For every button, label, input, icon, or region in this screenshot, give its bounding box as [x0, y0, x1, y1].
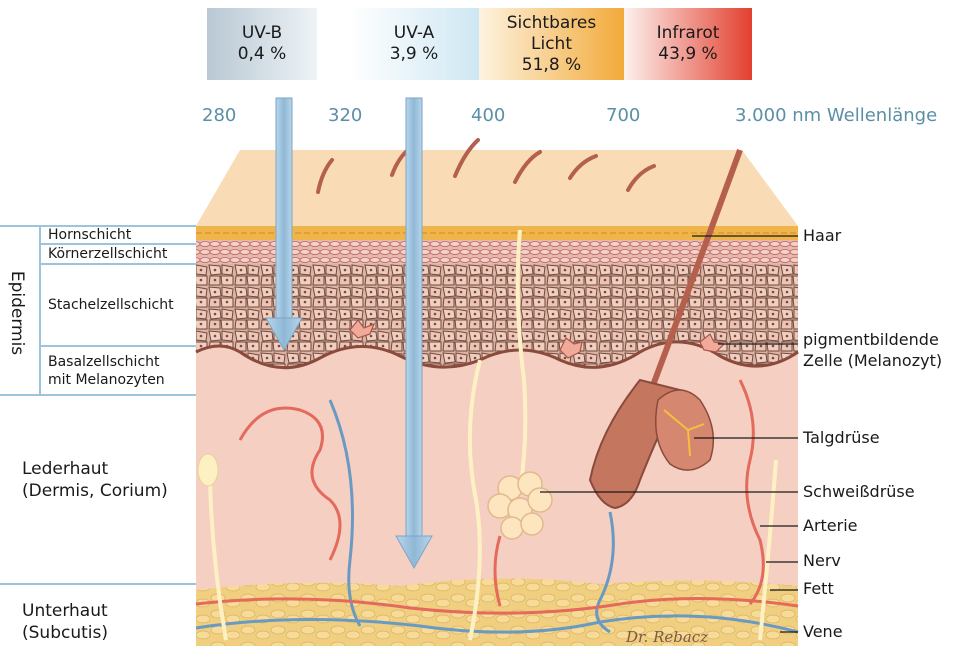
wavelength-280: 280: [202, 105, 236, 126]
label-melanozyt-1: pigmentbildende: [803, 330, 939, 350]
epidermis-title-wrap: Epidermis: [5, 263, 29, 363]
artist-signature: Dr. Rebacz: [626, 628, 708, 646]
label-fett: Fett: [803, 579, 834, 599]
subcutis-label-2: (Subcutis): [22, 622, 108, 644]
uva-label: UV-A 3,9 %: [349, 8, 479, 80]
layer-stachelzellschicht: Stachelzellschicht: [48, 297, 174, 314]
label-vene: Vene: [803, 622, 843, 642]
uvb-name: UV-B: [242, 23, 282, 44]
dermis-label-1: Lederhaut: [22, 458, 168, 480]
layer-hornschicht: Hornschicht: [48, 227, 131, 244]
dermis-label-2: (Dermis, Corium): [22, 480, 168, 502]
layer-brackets: [0, 226, 196, 584]
wavelength-3000: 3.000 nm Wellenlänge: [735, 105, 937, 126]
subcutis-label: Unterhaut (Subcutis): [22, 600, 108, 644]
label-talgdruese: Talgdrüse: [803, 428, 880, 448]
dermis-label: Lederhaut (Dermis, Corium): [22, 458, 168, 502]
label-melanozyt-2: Zelle (Melanozyt): [803, 351, 942, 371]
layer-koernerzellschicht: Körnerzellschicht: [48, 246, 167, 263]
uva-name: UV-A: [394, 23, 434, 44]
uva-value: 3,9 %: [390, 44, 439, 65]
label-nerv: Nerv: [803, 551, 841, 571]
uvb-label: UV-B 0,4 %: [207, 8, 317, 80]
wavelength-400: 400: [471, 105, 505, 126]
uvb-value: 0,4 %: [238, 44, 287, 65]
visible-label: Sichtbares Licht 51,8 %: [479, 8, 624, 80]
label-arterie: Arterie: [803, 516, 858, 536]
layer-basalzellschicht: Basalzellschicht: [48, 354, 160, 371]
wavelength-320: 320: [328, 105, 362, 126]
subcutis-label-1: Unterhaut: [22, 600, 108, 622]
visible-name-2: Licht: [531, 34, 572, 55]
label-schweissdruese: Schweißdrüse: [803, 482, 915, 502]
label-haar: Haar: [803, 226, 841, 246]
infrared-name: Infrarot: [657, 23, 720, 44]
visible-value: 51,8 %: [522, 55, 581, 76]
epidermis-title: Epidermis: [7, 263, 27, 363]
layer-melanozyten: mit Melanozyten: [48, 372, 165, 389]
infrared-value: 43,9 %: [658, 44, 717, 65]
wavelength-700: 700: [606, 105, 640, 126]
visible-name-1: Sichtbares: [507, 13, 596, 34]
infrared-label: Infrarot 43,9 %: [624, 8, 752, 80]
